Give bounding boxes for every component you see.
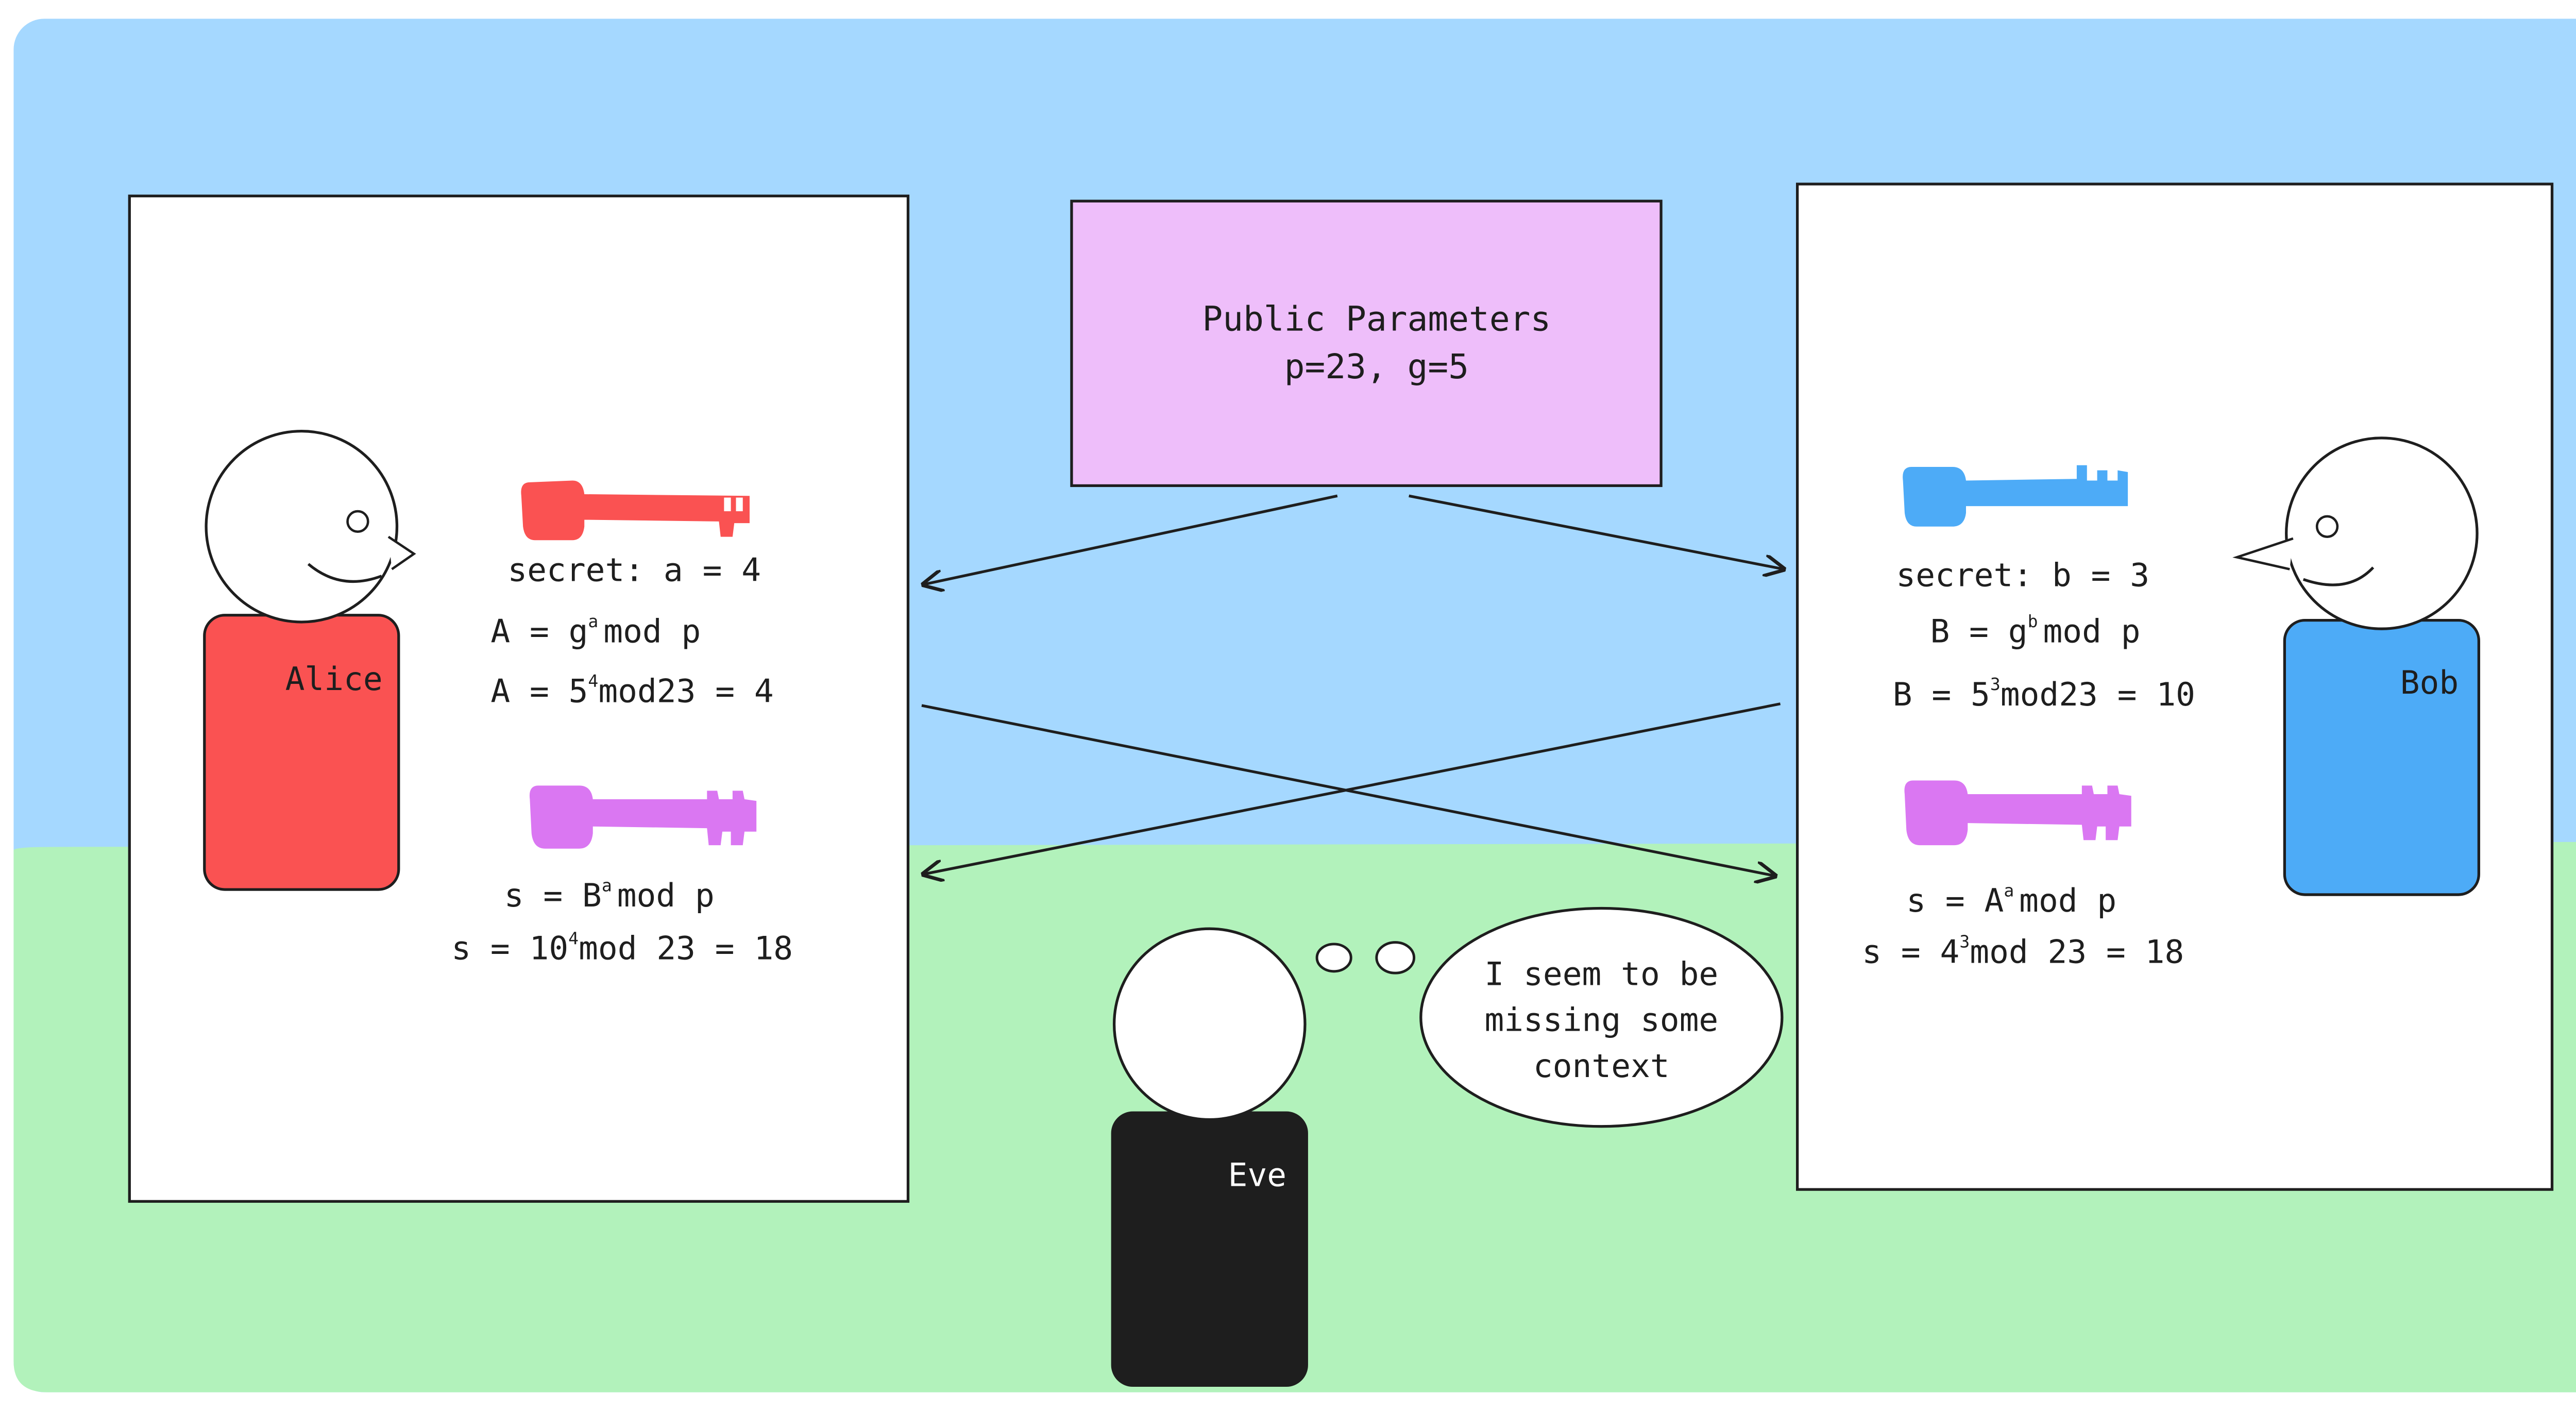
thought-dot-large [1375, 941, 1416, 975]
bob-smile [2302, 566, 2375, 586]
thought-dot-small [1315, 943, 1352, 973]
eve-figure: Eve [1111, 927, 1308, 1387]
eve-head [1112, 927, 1307, 1121]
bob-private-key-icon [1903, 465, 2128, 527]
exchange-arrows [922, 494, 1784, 876]
eve-thought-bubble: I seem to be missing some context [1315, 906, 1784, 1128]
alice-head [205, 429, 399, 624]
bob-nose [2232, 537, 2294, 570]
alice-nose [387, 535, 416, 570]
alice-shared-computation: s = 104mod 23 = 18 [451, 928, 793, 967]
alice-private-key-icon [521, 480, 750, 541]
bob-public-computation: B = 53mod23 = 10 [1893, 674, 2195, 713]
eve-body [1111, 1111, 1308, 1387]
bob-eye [2315, 515, 2339, 538]
public-parameters-title: Public Parameters [1202, 299, 1551, 339]
arrow-public-to-bob [1409, 494, 1784, 569]
public-parameters-values: p=23, g=5 [1284, 347, 1469, 387]
thought-cloud [1419, 906, 1784, 1128]
bob-figure: Bob [2232, 436, 2480, 896]
alice-smile [307, 563, 382, 583]
bob-shared-computation: s = 43mod 23 = 18 [1862, 932, 2184, 971]
public-parameters-box: Public Parameters p=23, g=5 [1070, 199, 1663, 488]
thought-line-1: I seem to be [1484, 955, 1718, 993]
alice-shared-key-icon [529, 785, 757, 849]
alice-eye [346, 510, 369, 533]
alice-figure: Alice [203, 429, 416, 891]
thought-line-3: context [1533, 1047, 1670, 1085]
bob-secret: secret: b = 3 [1896, 557, 2149, 594]
thought-line-2: missing some [1484, 1001, 1718, 1039]
bob-body [2283, 619, 2480, 896]
bob-head [2285, 436, 2479, 630]
eve-name: Eve [1228, 1156, 1286, 1194]
bob-name: Bob [2400, 664, 2459, 701]
alice-body [203, 614, 400, 891]
alice-public-computation: A = 54mod23 = 4 [490, 671, 773, 710]
alice-name: Alice [285, 660, 383, 698]
alice-secret: secret: a = 4 [507, 551, 761, 589]
arrow-bob-to-alice [923, 702, 1781, 875]
bob-shared-key-icon [1904, 780, 2131, 846]
arrow-public-to-alice [923, 494, 1338, 584]
